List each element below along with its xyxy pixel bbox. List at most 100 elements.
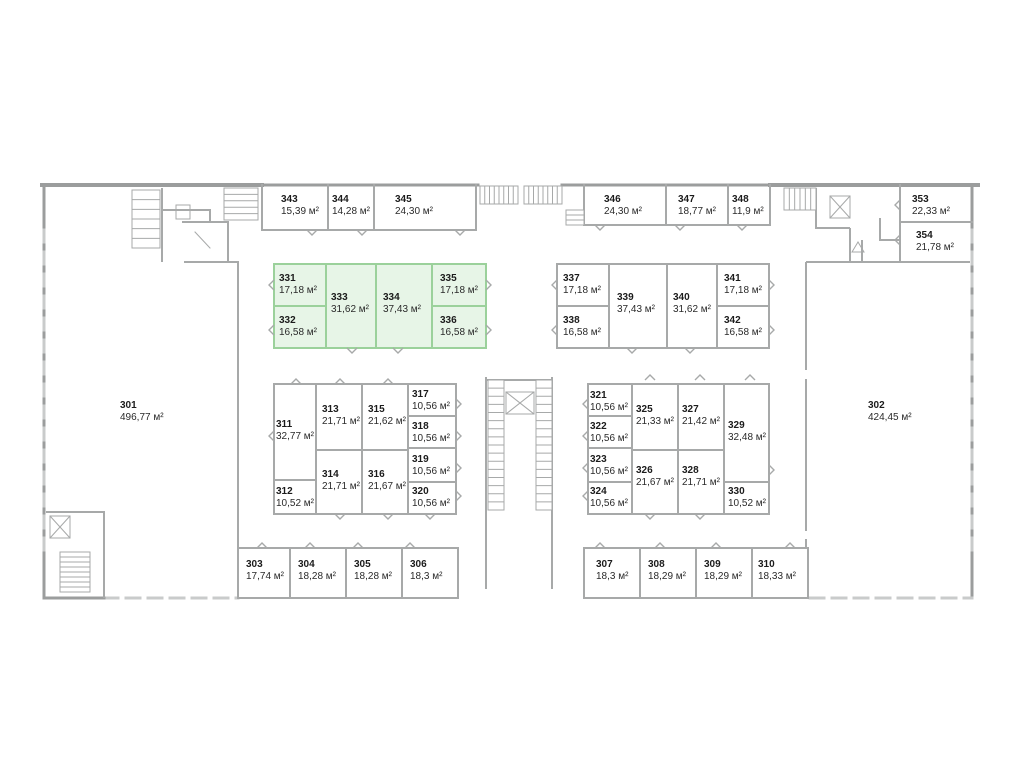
door-mark bbox=[674, 224, 686, 231]
room-area: 10,56 м² bbox=[590, 466, 629, 477]
room-outline bbox=[273, 263, 327, 307]
room-outline bbox=[273, 305, 327, 349]
door-mark bbox=[644, 374, 656, 381]
room-number: 348 bbox=[732, 194, 749, 205]
building-structure bbox=[40, 183, 980, 600]
staircase-outline bbox=[565, 209, 585, 226]
room-outline bbox=[716, 263, 770, 307]
room-outline bbox=[361, 449, 409, 515]
wall-301-stair bbox=[46, 511, 105, 598]
room-area: 17,18 м² bbox=[440, 285, 479, 296]
room-outline bbox=[361, 383, 409, 451]
room-number: 306 bbox=[410, 559, 427, 570]
room-area: 22,33 м² bbox=[912, 206, 951, 217]
room-number: 322 bbox=[590, 421, 607, 432]
room-area: 10,56 м² bbox=[412, 466, 451, 477]
room-number: 328 bbox=[682, 465, 699, 476]
elevator-outline bbox=[829, 195, 851, 219]
service-wall bbox=[879, 218, 900, 241]
room-outline bbox=[723, 383, 770, 483]
room-area: 21,67 м² bbox=[636, 477, 675, 488]
room-area: 17,18 м² bbox=[563, 285, 602, 296]
room-area: 21,33 м² bbox=[636, 416, 675, 427]
door-mark bbox=[346, 347, 358, 354]
room-area: 18,33 м² bbox=[758, 571, 797, 582]
door-mark bbox=[694, 374, 706, 381]
room-outline bbox=[315, 449, 363, 515]
door-swing bbox=[194, 231, 211, 249]
room-outline bbox=[695, 547, 753, 599]
room-area: 32,48 м² bbox=[728, 432, 767, 443]
room-number: 345 bbox=[395, 194, 412, 205]
door-mark bbox=[894, 234, 901, 246]
room-outline bbox=[587, 481, 633, 515]
room-number: 310 bbox=[758, 559, 775, 570]
door-mark bbox=[894, 199, 901, 211]
staircase bbox=[59, 551, 91, 593]
room-number: 334 bbox=[383, 292, 400, 303]
room-area: 21,42 м² bbox=[682, 416, 721, 427]
room-area: 37,43 м² bbox=[617, 304, 656, 315]
room-area: 18,28 м² bbox=[354, 571, 393, 582]
door-mark bbox=[768, 464, 775, 476]
staircase bbox=[479, 185, 519, 205]
elevator-shaft bbox=[505, 391, 535, 415]
door-mark bbox=[582, 398, 589, 410]
room-area: 21,71 м² bbox=[322, 481, 361, 492]
room-area: 24,30 м² bbox=[604, 206, 643, 217]
room-area: 21,62 м² bbox=[368, 416, 407, 427]
door-mark bbox=[485, 324, 492, 336]
door-mark bbox=[290, 378, 302, 385]
